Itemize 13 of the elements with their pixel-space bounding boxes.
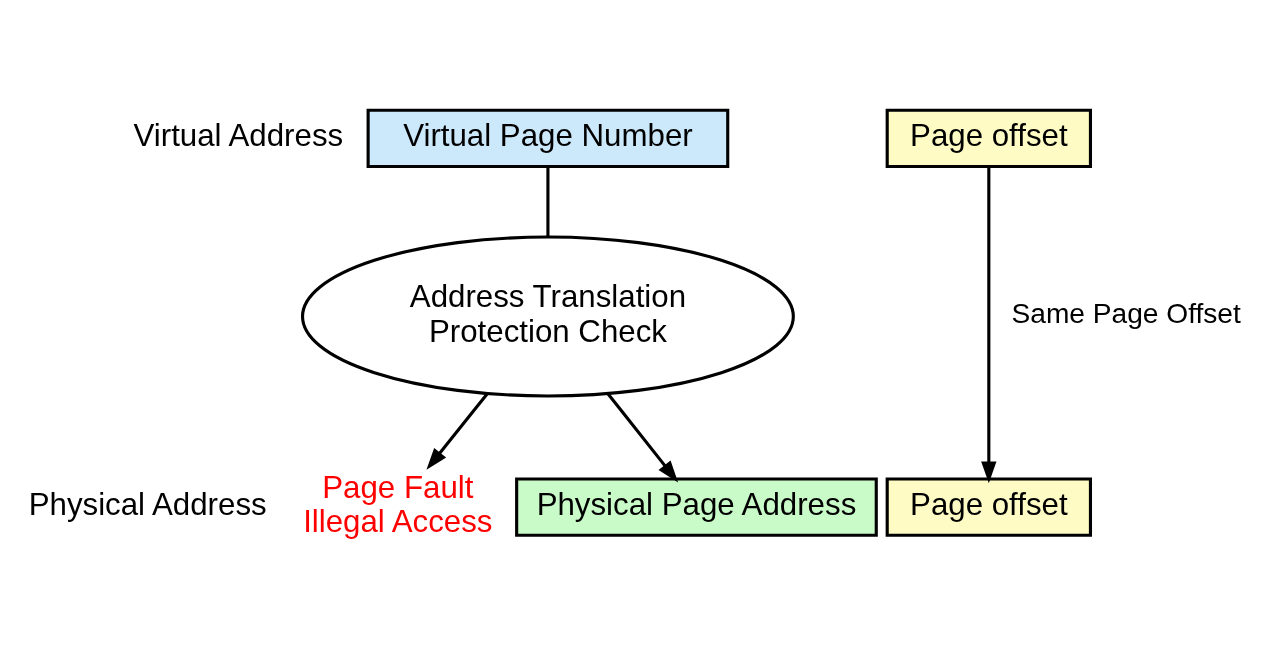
arrow <box>981 166 997 484</box>
connector <box>546 167 550 237</box>
node-box: Page offset <box>885 108 1092 169</box>
arrow <box>606 392 679 483</box>
node-box: Page offset <box>885 477 1092 537</box>
node-box: Virtual Page Number <box>366 108 730 169</box>
edge-label: Same Page Offset <box>1011 298 1241 330</box>
node-text: Page Fault Illegal Access <box>303 469 493 540</box>
node-box: Physical Page Address <box>515 477 878 537</box>
node-ellipse: Address Translation Protection Check <box>300 235 795 398</box>
arrow <box>426 392 489 470</box>
label: Physical Address <box>28 486 267 522</box>
label: Virtual Address <box>133 118 344 154</box>
